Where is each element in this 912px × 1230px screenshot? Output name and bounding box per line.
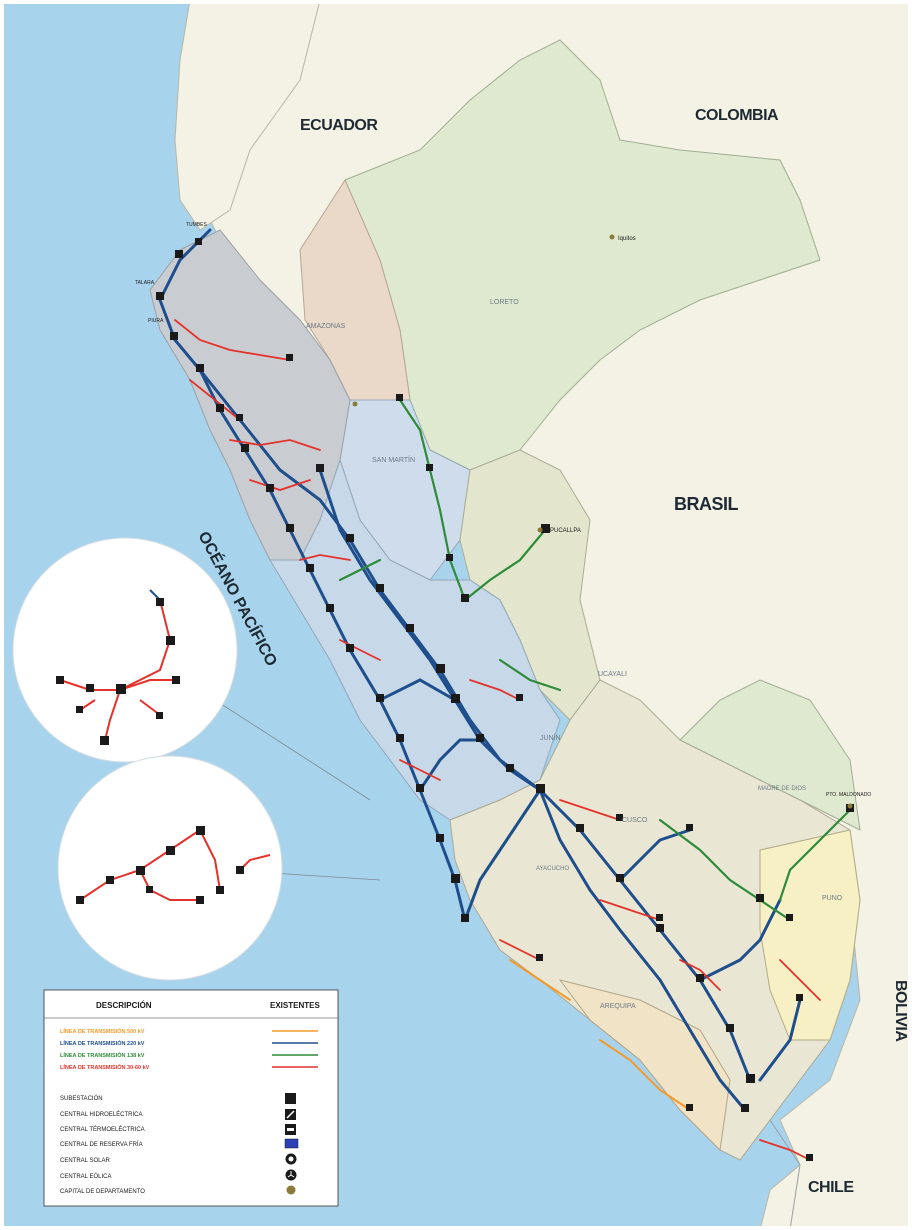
place-label-tumbes: TUMBES: [186, 222, 208, 228]
legend-line-500-label: LÍNEA DE TRANSMISIÓN 500 kV: [60, 1027, 145, 1035]
place-label-pto-maldonado: PTO. MALDONADO: [826, 792, 871, 798]
place-label-pucallpa: PUCALLPA: [550, 528, 581, 534]
region-label-san-martin: SAN MARTÍN: [372, 455, 415, 464]
country-label-chile: CHILE: [808, 1179, 854, 1196]
legend-header-description: DESCRIPCIÓN: [96, 1001, 152, 1010]
legend-header-existing: EXISTENTES: [270, 1001, 320, 1010]
place-label-piura: PIURA: [148, 318, 164, 324]
hydro-plant-icon: [285, 1109, 296, 1120]
legend-symbol-capital-label: CAPITAL DE DEPARTAMENTO: [60, 1189, 145, 1195]
substation-square-icon: [285, 1093, 296, 1104]
inset-lima: [12, 537, 238, 763]
lines-500kv: [509, 959, 691, 1111]
legend-symbol-hydro-label: CENTRAL HIDROELÉCTRICA: [60, 1111, 142, 1118]
region-label-arequipa: AREQUIPA: [600, 1003, 636, 1010]
ecuador-coast: [174, 0, 321, 231]
inset-connector-1: [214, 699, 371, 801]
region-label-madre-de-dios: MADRE DE DIOS: [758, 786, 806, 792]
substations: [156, 238, 854, 1161]
legend-line-138-label: LÍNEA DE TRANSMISIÓN 138 kV: [60, 1051, 145, 1059]
place-label-iquitos: Iquitos: [618, 236, 636, 242]
place-label-talara: TALARA: [135, 280, 155, 286]
region-madre-de-dios: [679, 679, 861, 831]
legend-symbol-cold-reserve-label: CENTRAL DE RESERVA FRÍA: [60, 1141, 143, 1148]
lines-low-voltage: [174, 319, 821, 1161]
country-label-ecuador: ECUADOR: [300, 117, 378, 134]
solar-plant-icon: [285, 1153, 297, 1165]
region-label-puno: PUNO: [822, 895, 843, 902]
legend-line-low-label: LÍNEA DE TRANSMISIÓN 30-60 kV: [60, 1063, 150, 1071]
region-label-amazonas: AMAZONAS: [306, 323, 346, 330]
thermal-plant-icon: [285, 1124, 296, 1135]
region-label-ucayali: UCAYALI: [598, 671, 627, 678]
region-label-junin: JUNÍN: [540, 733, 561, 742]
legend-symbol-wind-label: CENTRAL EÓLICA: [60, 1173, 111, 1180]
legend-symbol-substation-label: SUBESTACIÓN: [60, 1095, 103, 1102]
department-capitals: [352, 234, 853, 809]
country-label-brasil: BRASIL: [674, 494, 739, 514]
region-label-loreto: LORETO: [490, 299, 519, 306]
legend-box: DESCRIPCIÓN EXISTENTES LÍNEA DE TRANSMIS…: [43, 989, 339, 1207]
legend-symbol-thermal-label: CENTRAL TÉRMOELÉCTRICA: [60, 1126, 145, 1133]
wind-plant-icon: [285, 1169, 297, 1181]
country-label-colombia: COLOMBIA: [695, 107, 779, 124]
legend-line-220-label: LÍNEA DE TRANSMISIÓN 220 kV: [60, 1039, 145, 1047]
lines-138kv: [338, 398, 852, 922]
region-label-ayacucho: AYACUCHO: [536, 866, 569, 872]
cold-reserve-icon: [284, 1138, 299, 1149]
country-label-bolivia: BOLIVIA: [892, 980, 909, 1042]
inset-arequipa: [57, 755, 283, 981]
region-label-cusco: CUSCO: [622, 817, 648, 824]
capital-dot-icon: [286, 1185, 296, 1195]
chile-border: [769, 1119, 801, 1230]
legend-symbol-solar-label: CENTRAL SOLAR: [60, 1158, 110, 1164]
